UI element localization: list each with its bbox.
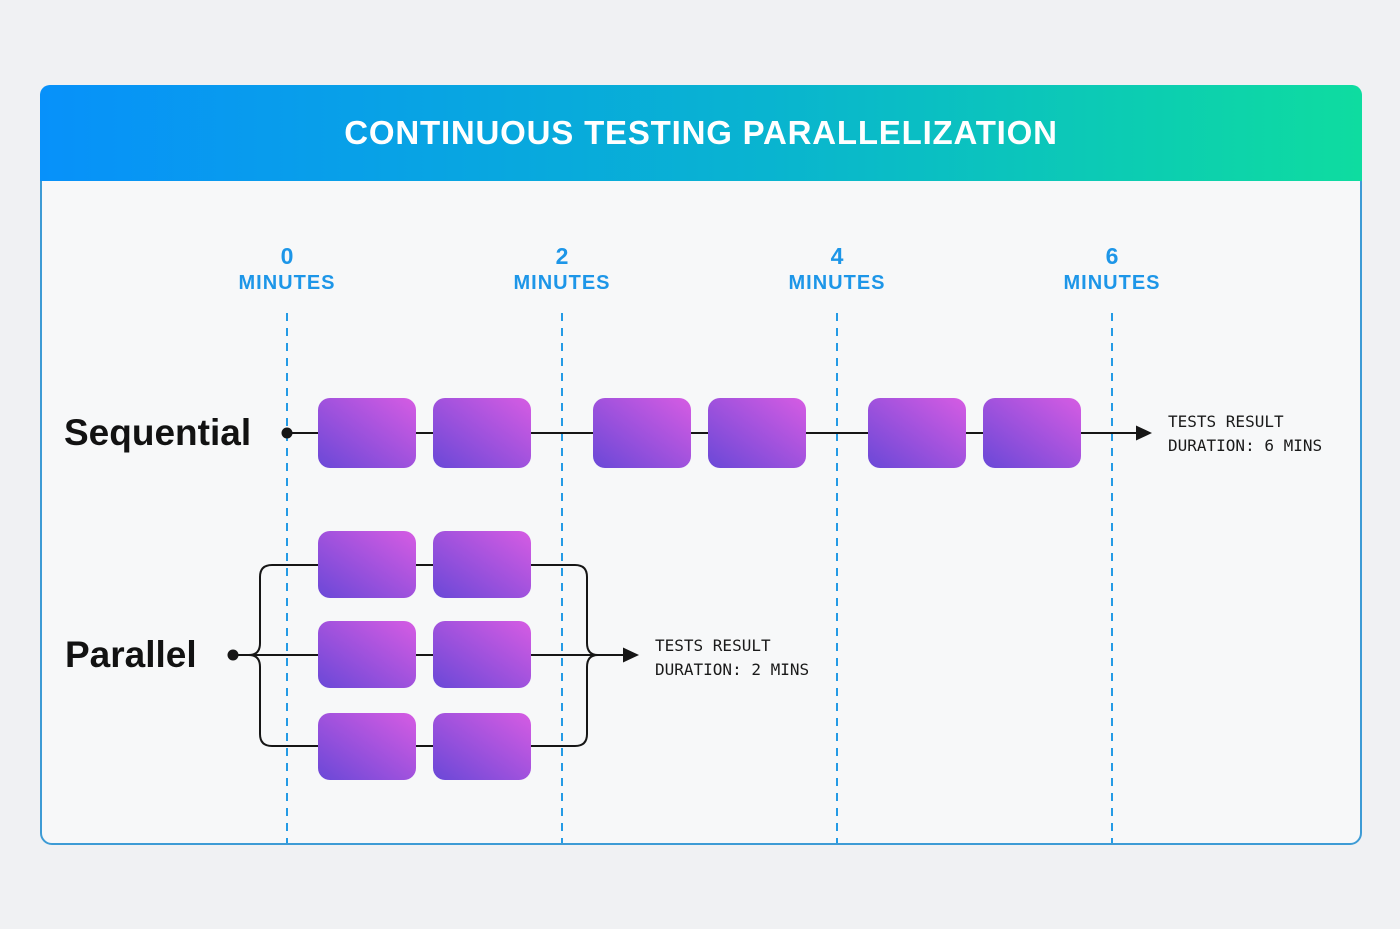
parallel-top-branch-line [248, 564, 599, 656]
test-box [318, 398, 416, 468]
sequential-result-text: TESTS RESULT DURATION: 6 MINS [1168, 410, 1322, 458]
marker-value: 0 [280, 243, 294, 269]
marker-unit: MINUTES [788, 272, 886, 294]
timeline-marker-3: 6 MINUTES [1022, 243, 1202, 296]
header-banner: CONTINUOUS TESTING PARALLELIZATION [40, 85, 1362, 181]
parallel-result-line2: DURATION: 2 MINS [655, 660, 810, 679]
marker-unit: MINUTES [513, 272, 611, 294]
marker-unit: MINUTES [1063, 272, 1161, 294]
test-box [433, 621, 531, 688]
test-box [433, 398, 531, 468]
sequential-row-label: Sequential [64, 412, 252, 453]
timeline-marker-0: 0 MINUTES [197, 243, 377, 296]
timeline-marker-2: 4 MINUTES [747, 243, 927, 296]
arrowhead-icon [1136, 425, 1152, 441]
marker-value: 4 [830, 243, 844, 269]
test-box [318, 531, 416, 598]
test-box [983, 398, 1081, 468]
arrowhead-icon [623, 647, 639, 663]
parallel-start-dot [227, 649, 239, 661]
test-box [318, 621, 416, 688]
timeline-marker-1: 2 MINUTES [472, 243, 652, 296]
parallel-bottom-branch-line [248, 654, 599, 747]
test-box [433, 713, 531, 780]
parallel-row-label: Parallel [65, 634, 197, 675]
marker-value: 6 [1105, 243, 1119, 269]
sequential-start-dot [281, 427, 293, 439]
parallel-result-line1: TESTS RESULT [655, 636, 771, 655]
test-box [433, 531, 531, 598]
marker-unit: MINUTES [238, 272, 336, 294]
sequential-result-line2: DURATION: 6 MINS [1168, 436, 1323, 455]
page-title: CONTINUOUS TESTING PARALLELIZATION [344, 114, 1058, 151]
test-box [868, 398, 966, 468]
marker-value: 2 [555, 243, 569, 269]
sequential-result-line1: TESTS RESULT [1168, 412, 1284, 431]
parallel-result-text: TESTS RESULT DURATION: 2 MINS [655, 634, 809, 682]
test-box [708, 398, 806, 468]
test-box [593, 398, 691, 468]
test-box [318, 713, 416, 780]
